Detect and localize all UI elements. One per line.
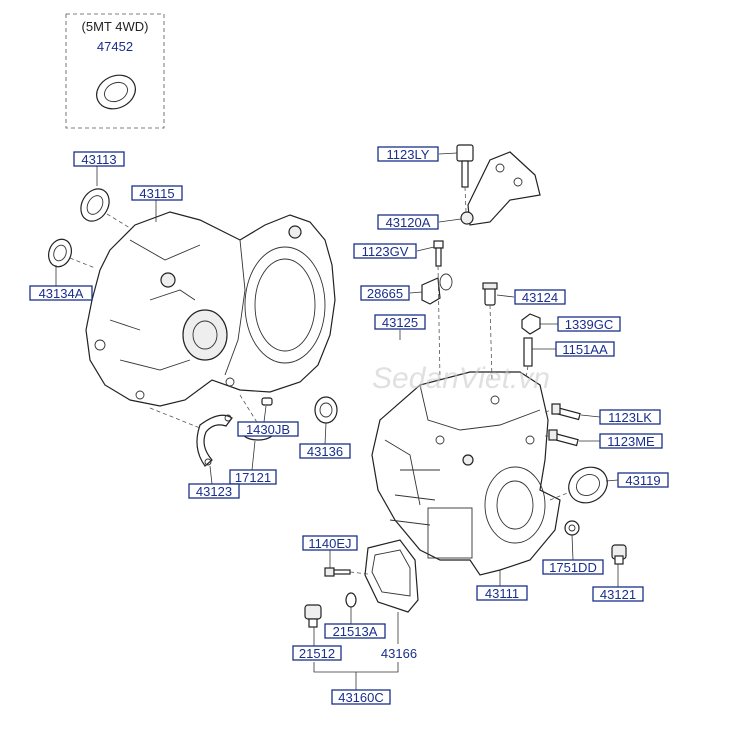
callout-43166[interactable]: 43166: [381, 646, 417, 661]
nut-1339gc-drawing: [521, 313, 541, 335]
callout-1751dd[interactable]: 1751DD: [542, 559, 604, 575]
gasket-21513a-drawing: [345, 592, 357, 608]
part-label-43113: 43113: [81, 152, 116, 167]
gasket-1751dd-drawing: [564, 520, 580, 536]
callout-43134a[interactable]: 43134A: [29, 285, 93, 301]
part-label-21513a: 21513A: [333, 624, 378, 639]
oil-seal-47452-drawing: [96, 74, 136, 110]
oil-seal-43119-drawing: [568, 466, 608, 504]
callout-43113[interactable]: 43113: [73, 151, 125, 167]
drain-plug-21512-drawing: [304, 604, 322, 628]
part-label-1151aa: 1151AA: [562, 342, 608, 357]
part-label-21512: 21512: [299, 646, 335, 661]
part-label-1751dd: 1751DD: [549, 560, 597, 575]
callout-43121[interactable]: 43121: [592, 586, 644, 602]
part-label-1123gv: 1123GV: [362, 244, 409, 259]
variant-inset-frame: [65, 13, 165, 129]
bolt-1123lk-drawing: [551, 403, 581, 421]
part-label-1140ej: 1140EJ: [308, 536, 351, 551]
oil-seal-43136-drawing: [314, 396, 338, 424]
callout-43111[interactable]: 43111: [476, 585, 528, 601]
part-label-43121: 43121: [600, 587, 636, 602]
callout-1430jb[interactable]: 1430JB: [237, 421, 299, 437]
callout-1123me[interactable]: 1123ME: [599, 433, 663, 449]
variant-inset: (5MT 4WD) 47452: [65, 13, 165, 129]
vent-plug-43124-drawing: [482, 282, 498, 306]
leader-lines: [55, 152, 619, 690]
callout-21513a[interactable]: 21513A: [324, 623, 386, 639]
part-label-1123me: 1123ME: [607, 434, 655, 449]
part-label-1123lk: 1123LK: [608, 410, 652, 425]
callout-43124[interactable]: 43124: [514, 289, 566, 305]
oil-seal-43134a-drawing: [48, 238, 72, 268]
callout-1123lk[interactable]: 1123LK: [599, 409, 661, 425]
watermark: SedanViet.vn: [372, 362, 550, 395]
clutch-housing-drawing: [85, 211, 336, 407]
bolt-1123me-drawing: [548, 429, 579, 447]
callout-1123gv[interactable]: 1123GV: [353, 243, 417, 259]
part-label-43119: 43119: [625, 473, 660, 488]
part-label-43125: 43125: [382, 315, 418, 330]
bolt-1140ej-drawing: [324, 567, 351, 577]
callout-43123[interactable]: 43123: [188, 483, 240, 499]
callout-43119[interactable]: 43119: [617, 472, 669, 488]
callout-43115[interactable]: 43115: [131, 185, 183, 201]
pin-1430jb-drawing: [261, 397, 273, 406]
callout-28665[interactable]: 28665: [360, 285, 410, 301]
callout-43160c[interactable]: 43160C: [331, 689, 391, 705]
part-label-43166: 43166: [381, 646, 417, 661]
part-label-43120a: 43120A: [386, 215, 431, 230]
callout-1151aa[interactable]: 1151AA: [555, 341, 615, 357]
callout-17121[interactable]: 17121: [229, 469, 277, 485]
callout-1140ej[interactable]: 1140EJ: [302, 535, 358, 551]
callout-43125[interactable]: 43125: [374, 314, 426, 330]
part-label-43123: 43123: [196, 484, 232, 499]
variant-note: (5MT 4WD): [82, 19, 149, 34]
part-label-1339gc: 1339GC: [565, 317, 613, 332]
part-label-43111: 43111: [485, 586, 519, 601]
bracket-43123-drawing: [196, 414, 233, 467]
part-label-47452[interactable]: 47452: [97, 39, 133, 54]
part-label-17121: 17121: [235, 470, 271, 485]
transmission-case-drawing: [371, 371, 561, 576]
callout-1339gc[interactable]: 1339GC: [557, 316, 621, 332]
mount-bracket-43120a-drawing: [460, 151, 541, 226]
plug-43121-drawing: [611, 544, 627, 565]
part-label-43124: 43124: [522, 290, 558, 305]
bracket-28665-drawing: [421, 273, 453, 305]
part-label-43134a: 43134A: [39, 286, 84, 301]
part-label-43160c: 43160C: [338, 690, 384, 705]
bolt-1123ly-drawing: [456, 144, 474, 188]
callout-21512[interactable]: 21512: [292, 645, 342, 661]
part-label-1430jb: 1430JB: [246, 422, 290, 437]
part-label-43136: 43136: [307, 444, 343, 459]
part-label-43115: 43115: [139, 186, 174, 201]
part-label-1123ly: 1123LY: [387, 147, 430, 162]
callout-43136[interactable]: 43136: [299, 443, 351, 459]
bolt-1123gv-drawing: [433, 240, 444, 267]
callout-1123ly[interactable]: 1123LY: [377, 146, 439, 162]
part-label-28665: 28665: [367, 286, 403, 301]
cover-43166-drawing: [364, 539, 419, 613]
callout-43120a[interactable]: 43120A: [377, 214, 439, 230]
oil-seal-43113-drawing: [80, 188, 110, 222]
